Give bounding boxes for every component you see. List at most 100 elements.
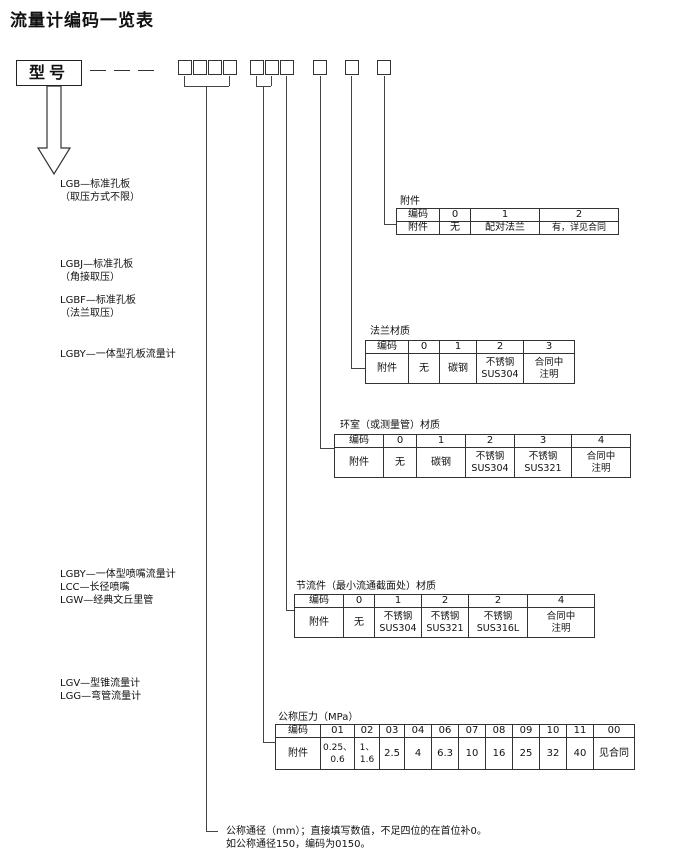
code-box-diameter-4 <box>223 60 237 75</box>
down-arrow-icon <box>36 86 72 176</box>
pressure-row-cell: 6.3 <box>431 737 460 770</box>
connector-flange-h <box>351 368 365 369</box>
pressure-row-cell: 40 <box>566 737 595 770</box>
pressure-row-cell: 25 <box>512 737 541 770</box>
pressure-header-cell: 10 <box>539 724 568 738</box>
ring-row-cell: 合同中 注明 <box>571 447 631 478</box>
ring-row-cell: 不锈钢 SUS321 <box>514 447 572 478</box>
connector-throttle-v <box>286 76 287 610</box>
code-box-accessory <box>377 60 391 75</box>
flange-row-cell: 附件 <box>365 353 409 384</box>
connector-throttle-h <box>286 610 294 611</box>
ring-header-cell: 2 <box>465 434 515 448</box>
connector-pressure-b <box>271 76 272 86</box>
connector-diameter-h <box>206 831 218 832</box>
ring-row-cell: 不锈钢 SUS304 <box>465 447 515 478</box>
ring-title: 环室（或测量管）材质 <box>340 420 440 431</box>
pressure-table: 编码 01 02 03 04 06 07 08 09 10 11 00 附件 0… <box>275 724 636 770</box>
diameter-note-line2: 如公称通径150，编码为0150。 <box>226 839 371 850</box>
flange-header-cell: 0 <box>408 340 440 354</box>
code-box-ring <box>313 60 327 75</box>
connector-accessory-v <box>384 76 385 224</box>
flange-row-cell: 不锈钢 SUS304 <box>476 353 524 384</box>
ring-row-cell: 碳钢 <box>416 447 466 478</box>
code-box-flange <box>345 60 359 75</box>
flange-header-cell: 2 <box>476 340 524 354</box>
throttle-row-cell: 不锈钢 SUS316L <box>468 607 528 638</box>
throttle-row-cell: 附件 <box>294 607 344 638</box>
throttle-header-cell: 2 <box>421 594 469 608</box>
throttle-header-cell: 1 <box>374 594 422 608</box>
connector-pressure-v <box>263 86 264 742</box>
flange-table: 编码 0 1 2 3 附件 无 碳钢 不锈钢 SUS304 合同中 注明 <box>365 340 575 384</box>
throttle-row-cell: 无 <box>343 607 375 638</box>
model-lgb: LGB—标准孔板（取压方式不限） <box>60 179 140 203</box>
code-box-diameter-2 <box>193 60 207 75</box>
pressure-header-cell: 06 <box>431 724 460 738</box>
page-title: 流量计编码一览表 <box>10 11 154 31</box>
throttle-row-cell: 不锈钢 SUS304 <box>374 607 422 638</box>
connector-flange-v <box>351 76 352 368</box>
dash-3 <box>138 70 154 71</box>
pressure-header-cell: 02 <box>354 724 381 738</box>
pressure-header-cell: 03 <box>379 724 406 738</box>
pressure-row-cell: 4 <box>404 737 433 770</box>
pressure-title: 公称压力（MPa） <box>278 712 359 723</box>
ring-header-cell: 3 <box>514 434 572 448</box>
connector-pressure-a <box>256 76 257 86</box>
throttle-header-cell: 0 <box>343 594 375 608</box>
pressure-row-cell: 附件 <box>275 737 321 770</box>
dash-1 <box>90 70 106 71</box>
throttle-row-cell: 合同中 注明 <box>527 607 595 638</box>
accessory-header-cell: 0 <box>439 208 471 222</box>
flange-header-cell: 3 <box>523 340 575 354</box>
accessory-row-cell: 附件 <box>396 221 440 235</box>
flange-header-cell: 编码 <box>365 340 409 354</box>
ring-header-cell: 编码 <box>334 434 384 448</box>
dash-2 <box>114 70 130 71</box>
connector-diameter-v <box>206 86 207 831</box>
pressure-header-cell: 01 <box>319 724 356 738</box>
pressure-row-cell: 32 <box>539 737 568 770</box>
model-label-box: 型号 <box>16 60 82 86</box>
model-lgby-orifice: LGBY—一体型孔板流量计 <box>60 349 176 360</box>
code-box-throttle <box>280 60 294 75</box>
flange-row-cell: 碳钢 <box>439 353 477 384</box>
flange-header-cell: 1 <box>439 340 477 354</box>
accessory-header-cell: 2 <box>539 208 619 222</box>
flange-row-cell: 合同中 注明 <box>523 353 575 384</box>
code-box-pressure-2 <box>265 60 279 75</box>
code-box-diameter-1 <box>178 60 192 75</box>
connector-diameter-a <box>184 76 185 86</box>
pressure-header-cell: 编码 <box>275 724 321 738</box>
pressure-row-cell: 2.5 <box>379 737 406 770</box>
diameter-note-line1: 公称通径（mm）；直接填写数值，不足四位的在首位补0。 <box>226 826 487 837</box>
pressure-row-cell: 0.25、 0.6 <box>319 737 356 770</box>
accessory-table: 编码 0 1 2 附件 无 配对法兰 有，详见合同 <box>396 208 619 235</box>
connector-pressure-h <box>263 742 275 743</box>
throttle-table: 编码 0 1 2 2 4 附件 无 不锈钢 SUS304 不锈钢 SUS321 … <box>294 594 595 638</box>
pressure-row-cell: 10 <box>458 737 487 770</box>
ring-row-cell: 附件 <box>334 447 384 478</box>
connector-ring-v <box>320 76 321 448</box>
throttle-header-cell: 4 <box>527 594 595 608</box>
accessory-row-cell: 有，详见合同 <box>539 221 619 235</box>
pressure-row-cell: 1、 1.6 <box>354 737 381 770</box>
throttle-title: 节流件（最小流通截面处）材质 <box>296 581 436 592</box>
ring-row-cell: 无 <box>383 447 417 478</box>
code-box-diameter-3 <box>208 60 222 75</box>
pressure-header-cell: 00 <box>593 724 636 738</box>
flange-row-cell: 无 <box>408 353 440 384</box>
pressure-header-cell: 04 <box>404 724 433 738</box>
pressure-header-cell: 11 <box>566 724 595 738</box>
ring-table: 编码 0 1 2 3 4 附件 无 碳钢 不锈钢 SUS304 不锈钢 SUS3… <box>334 434 631 478</box>
accessory-header-cell: 1 <box>470 208 540 222</box>
connector-ring-h <box>320 448 334 449</box>
connector-accessory-h <box>384 224 396 225</box>
throttle-header-cell: 2 <box>468 594 528 608</box>
pressure-row-cell: 见合同 <box>593 737 636 770</box>
model-lgbj: LGBJ—标准孔板（角接取压） <box>60 259 134 283</box>
ring-header-cell: 1 <box>416 434 466 448</box>
